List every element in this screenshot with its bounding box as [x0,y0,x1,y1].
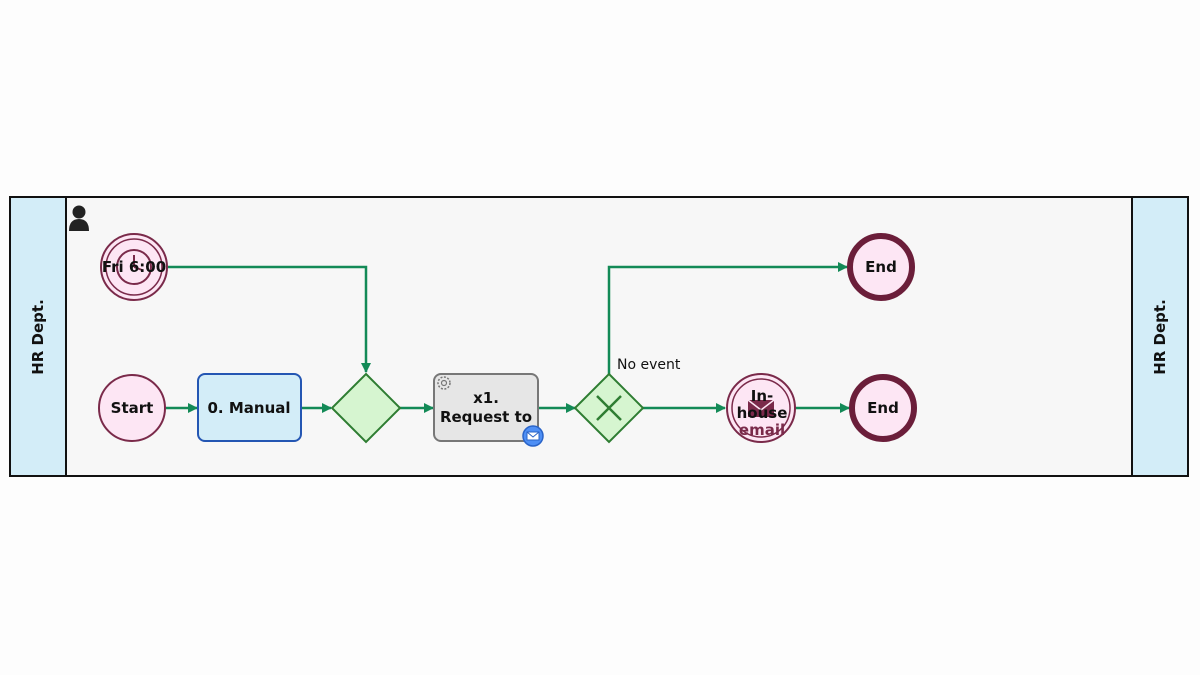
start-event-label: Start [110,399,154,417]
email-event-label-line2: house [736,404,788,422]
end-event-top-label: End [865,258,897,276]
service-task-label-line2: Request to [439,408,533,426]
end-event-top[interactable] [847,233,915,301]
timer-start-event[interactable] [100,233,168,301]
email-event-label-line1: In- [750,387,774,405]
envelope-icon[interactable] [522,425,544,447]
end-event-bottom[interactable] [849,374,917,442]
end-event-bottom-label: End [867,399,899,417]
service-task-label-line1: x1. [473,389,499,407]
lane-header-right[interactable]: HR Dept. [1131,198,1187,475]
email-event-label-line3: email [738,421,786,439]
merge-gateway[interactable] [330,372,402,444]
manual-task-label: 0. Manual [207,399,291,417]
mail-icon [747,399,775,417]
start-event[interactable] [98,374,166,442]
service-task[interactable] [433,373,539,442]
exclusive-gateway-label: No event [617,357,681,373]
exclusive-gateway[interactable] [573,372,645,444]
email-intermediate-event[interactable] [726,373,796,443]
user-icon [69,205,89,231]
service-task-label: x1. Request to [440,389,532,427]
lane-header-left[interactable]: HR Dept. [11,198,67,475]
flow-timer-to-gateway[interactable] [168,265,371,373]
manual-task[interactable] [197,373,302,442]
clock-icon [116,249,152,285]
timer-event-label: Fri 6:00 [101,258,167,276]
flow-exclusive-to-end-top[interactable] [607,262,848,374]
gear-icon [437,376,451,390]
email-event-label: In- house email [732,388,792,439]
